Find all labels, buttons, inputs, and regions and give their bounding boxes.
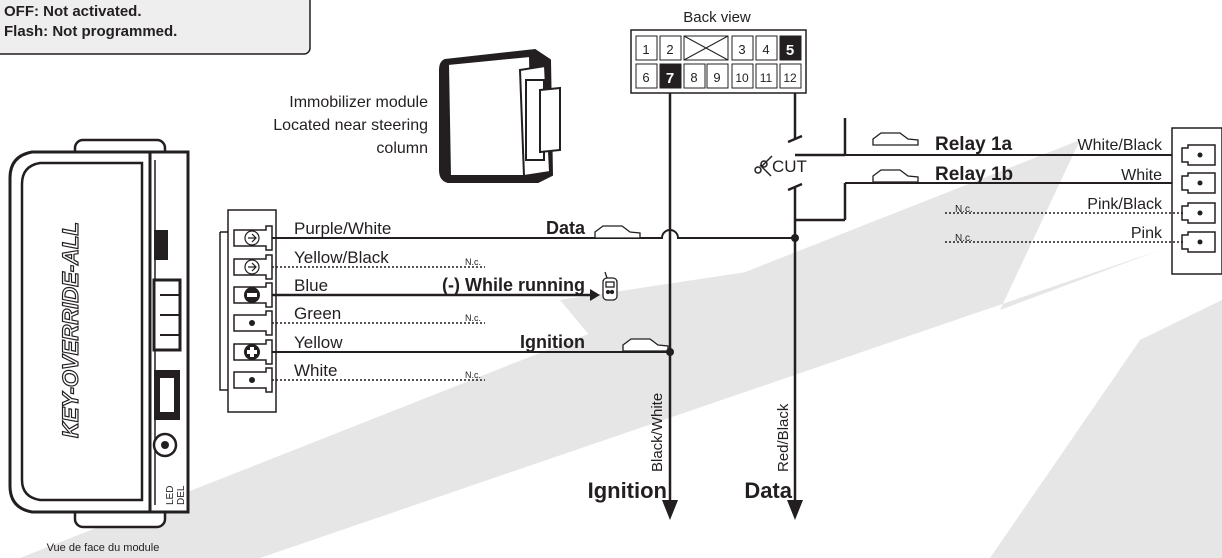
wire-yellow-black: Yellow/Black [294,248,389,267]
vehicle-connector: Back view 1 2 3 4 5 6 7 8 9 10 11 12 [630,9,807,94]
wire-white-nc: N.c. [465,370,481,380]
relay-labels: Relay 1a White/Black Relay 1b White N.c.… [935,134,1163,244]
ignition-arrow [662,500,678,520]
led-label: LED [165,486,176,505]
wire-data-function: Data [546,218,586,238]
red-black-label: Red/Black [775,403,792,472]
relay-connector [1171,127,1222,275]
immobilizer-label: Immobilizer module Located near steering… [273,94,428,157]
data-arrow [787,500,803,520]
harness-connector [219,209,277,413]
pin-7: 7 [666,70,674,87]
cut-gap [787,134,803,192]
pin-3: 3 [738,42,745,57]
key-override-module: KEY-OVERRIDE-ALL LED DEL Vue de face du … [8,138,190,554]
car-icon [594,132,919,352]
del-label: DEL [176,485,187,505]
junction-dots [666,234,799,356]
pink-black-nc: N.c. [955,204,973,215]
relay-wires-nc [945,212,1185,243]
pin-6: 6 [642,70,649,85]
wire-yellow-black-nc: N.c. [465,257,481,267]
remote-icon [602,271,618,301]
data-output-label: Data [744,478,792,503]
wire-purple-white: Purple/White [294,219,391,238]
immobilizer-module-icon [439,48,561,183]
pin-1: 1 [642,42,649,57]
pin-11: 11 [760,71,773,85]
module-caption: Vue de face du module [47,542,160,554]
pin-4: 4 [762,42,769,57]
pink-black-wire: Pink/Black [1087,196,1163,213]
pin-9: 9 [713,70,720,85]
wire-yellow: Yellow [294,333,343,352]
wire-green-nc: N.c. [465,313,481,323]
wire-labels: Purple/White Data Yellow/Black N.c. Blue… [294,218,586,380]
scissors-icon [754,155,773,177]
connector-title: Back view [683,9,751,26]
wire-yellow-function: Ignition [520,332,585,352]
pin-12: 12 [783,71,797,85]
cut-label: CUT [772,157,807,176]
pin-5: 5 [786,42,794,59]
wire-blue: Blue [294,276,328,295]
status-line-flash: Flash: Not programmed. [4,23,177,40]
status-line-off: OFF: Not activated. [4,3,142,20]
black-white-label: Black/White [649,393,666,472]
status-box: OFF: Not activated. Flash: Not programme… [0,0,311,55]
pin-2: 2 [666,42,673,57]
svg-text:column: column [376,140,428,157]
svg-text:Located near steering: Located near steering [273,117,428,134]
pin-8: 8 [690,70,697,85]
relay-1a-label: Relay 1a [935,134,1013,155]
pink-nc: N.c. [955,233,973,244]
ignition-output-label: Ignition [588,478,667,503]
relay-1b-label: Relay 1b [935,164,1013,185]
relay-1a-wire: White/Black [1078,137,1163,154]
relay-1b-wire: White [1121,167,1162,184]
svg-text:Immobilizer module: Immobilizer module [289,94,428,111]
pink-wire: Pink [1131,225,1163,242]
wire-white: White [294,361,337,380]
blue-wire-arrow [590,289,600,301]
wire-blue-function: (-) While running [442,275,585,295]
wire-green: Green [294,304,341,323]
pin-10: 10 [735,71,749,85]
module-brand: KEY-OVERRIDE-ALL [58,222,83,438]
